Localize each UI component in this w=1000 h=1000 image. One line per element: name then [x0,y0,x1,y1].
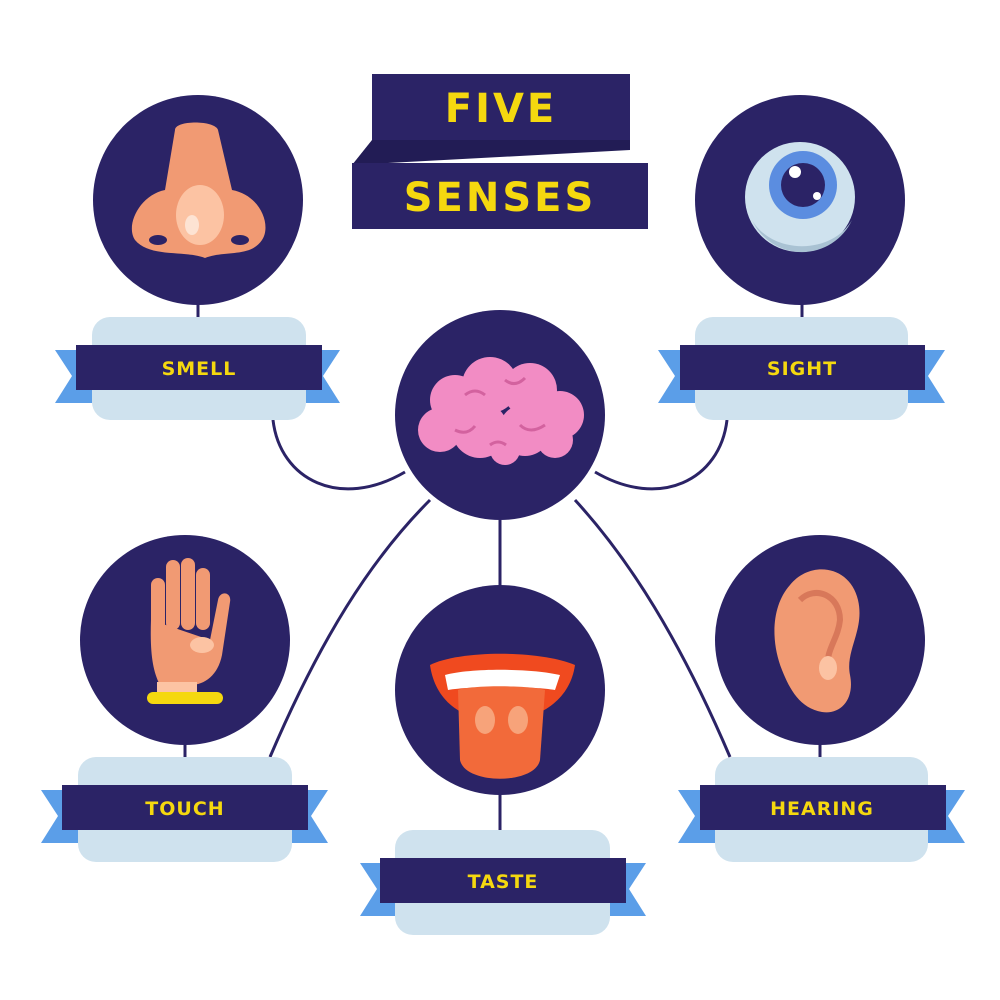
hand-icon [80,535,290,745]
label-sight: SIGHT [658,317,945,420]
ear-icon [715,535,925,745]
brain-icon [395,310,605,520]
title-line-2: SENSES [404,175,597,221]
nose-icon [93,95,303,305]
label-text: SIGHT [767,358,837,380]
label-touch: TOUCH [41,757,328,862]
title-banner: FIVE SENSES [352,74,648,229]
label-text: HEARING [770,798,874,820]
title-line-1: FIVE [445,86,558,132]
label-text: SMELL [162,358,237,380]
label-text: TOUCH [145,798,224,820]
label-smell: SMELL [55,317,340,420]
label-text: TASTE [468,871,539,893]
label-taste: TASTE [360,830,646,935]
tongue-icon [395,585,605,795]
eye-icon [695,95,905,305]
label-hearing: HEARING [678,757,965,862]
